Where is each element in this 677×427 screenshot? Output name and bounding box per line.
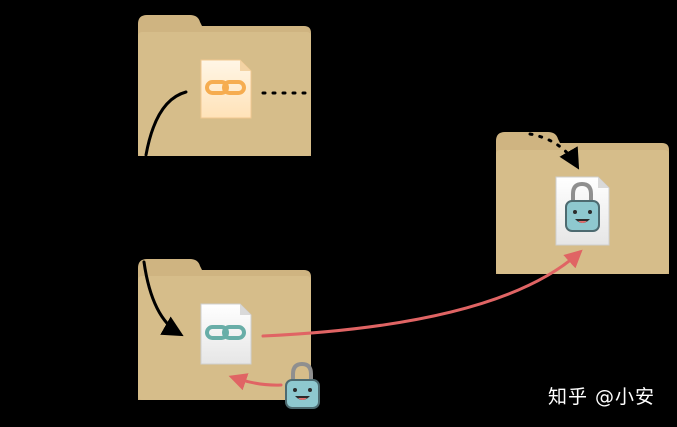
right-folder [496,132,669,274]
top-folder [138,15,315,157]
bottom-folder [138,259,311,400]
watermark-text: 知乎 @小安 [548,386,656,408]
chain-link-document-icon [200,59,252,119]
locked-file-icon [555,176,610,246]
alias-arrow-to-document [228,373,283,391]
link-curve-bottom [142,260,184,337]
alias-arrow-to-right [261,249,583,338]
chain-link-document-icon [200,303,252,365]
link-curve-top [144,90,188,157]
padlock-icon [285,361,320,409]
dotted-link-right [528,132,580,170]
